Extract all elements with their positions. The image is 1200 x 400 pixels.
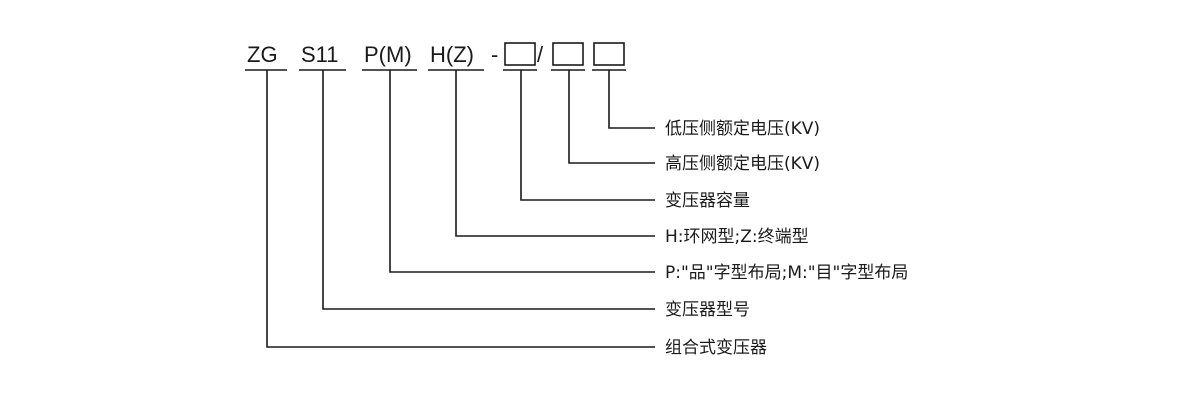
label-hv-rated-voltage: 高压侧额定电压(KV): [665, 154, 820, 174]
code-separator-dash: -: [491, 42, 498, 67]
leader-pm: [389, 70, 655, 273]
label-layout-type: P:"品"字型布局;M:"目"字型布局: [665, 263, 908, 283]
code-segment-s11: S11: [301, 42, 339, 67]
code-segment-hz: H(Z): [430, 42, 474, 67]
code-segment-pm: P(M): [364, 42, 412, 67]
leader-zg: [266, 70, 655, 348]
label-ring-terminal-type: H:环网型;Z:终端型: [665, 227, 809, 247]
label-transformer-capacity: 变压器容量: [665, 191, 750, 211]
leader-capacity: [520, 70, 655, 201]
hv-voltage-placeholder-box: [552, 42, 584, 66]
label-combined-transformer: 组合式变压器: [665, 338, 767, 358]
leader-hz: [455, 70, 655, 237]
label-transformer-model: 变压器型号: [665, 300, 750, 320]
leader-hv-voltage: [568, 70, 655, 164]
leader-lv-voltage: [608, 70, 655, 129]
leader-s11: [322, 70, 655, 310]
label-lv-rated-voltage: 低压侧额定电压(KV): [665, 119, 820, 139]
lv-voltage-placeholder-box: [593, 42, 625, 66]
code-separator-slash: /: [537, 42, 544, 67]
capacity-placeholder-box: [504, 42, 536, 66]
code-segment-zg: ZG: [247, 42, 278, 67]
